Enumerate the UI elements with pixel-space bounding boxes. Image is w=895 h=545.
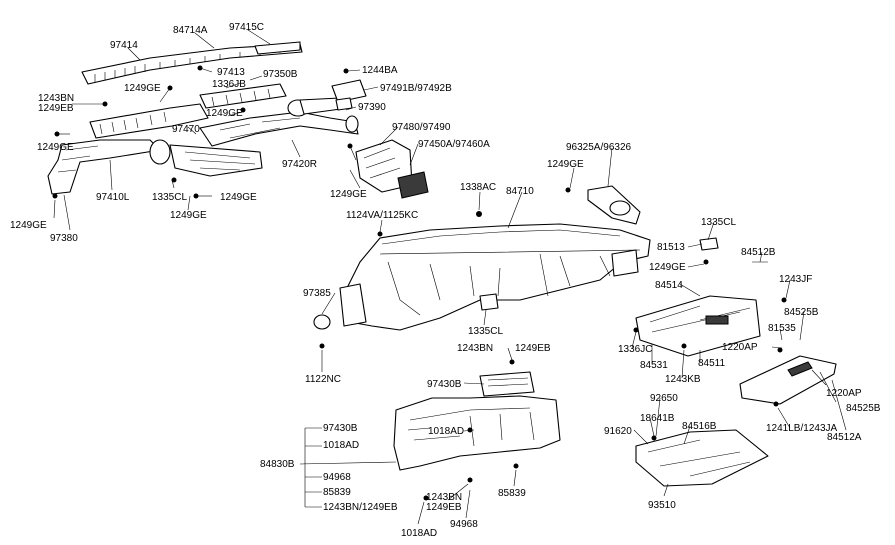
label-84830B: 84830B	[260, 459, 295, 470]
label-1249GE-c: 1249GE	[37, 142, 74, 153]
label-97420R: 97420R	[282, 159, 317, 170]
left-heater-duct	[47, 139, 263, 195]
label-1243BN-1249EB-d: 1243BN/1249EB	[323, 502, 398, 513]
label-1122NC: 1122NC	[305, 374, 341, 385]
label-1249GE-j: 1249GE	[649, 262, 686, 273]
label-1243BN-1249EB-b: 1243BN	[457, 343, 493, 354]
label-97413: 97413	[217, 67, 245, 78]
label-1335CL-c: 1335CL	[468, 326, 503, 337]
label-1249GE-d: 1249GE	[547, 159, 584, 170]
lower-cover-panel	[739, 355, 837, 405]
label-18641B: 18641B	[640, 413, 675, 424]
label-94968-b: 94968	[450, 519, 478, 530]
label-84512B: 84512B	[741, 247, 776, 258]
label-84525B-a: 84525B	[784, 307, 819, 318]
label-97350B: 97350B	[263, 69, 298, 80]
label-1243KB: 1243KB	[665, 374, 701, 385]
label-91620: 91620	[604, 426, 632, 437]
side-defrost-duct	[89, 83, 287, 139]
label-1338AC: 1338AC	[460, 182, 496, 193]
label-1249GE-e: 1249GE	[220, 192, 257, 203]
part-number-labels: 84714A 97415C 97414 97413 1336JB 97350B …	[10, 22, 881, 539]
label-94968-a: 94968	[323, 472, 351, 483]
side-vent	[587, 185, 641, 225]
label-92650: 92650	[650, 393, 678, 404]
label-1018AD-c: 1018AD	[401, 528, 437, 539]
label-1336JB: 1336JB	[212, 79, 246, 90]
center-duct	[199, 97, 359, 147]
label-1243BN-c: 1243BN	[426, 492, 462, 503]
label-1249GE-h: 1249GE	[10, 220, 47, 231]
label-1220AP-a: 1220AP	[722, 342, 758, 353]
label-97430B-b: 97430B	[323, 423, 358, 434]
label-84514: 84514	[655, 280, 683, 291]
label-85839-b: 85839	[498, 488, 526, 499]
center-vent	[355, 139, 429, 199]
cluster-housing	[393, 371, 561, 471]
label-1335CL-b: 1335CL	[701, 217, 736, 228]
label-81535: 81535	[768, 323, 796, 334]
label-97410L: 97410L	[96, 192, 130, 203]
label-1249EB-c: 1249EB	[426, 502, 462, 513]
label-1249GE-f: 1249GE	[330, 189, 367, 200]
defroster-nozzle	[81, 41, 303, 85]
label-1249GE-b: 1249GE	[206, 108, 243, 119]
label-1243BN-left: 1243BN	[38, 93, 74, 104]
label-1018AD-a: 1018AD	[428, 426, 464, 437]
label-1243JF: 1243JF	[779, 274, 812, 285]
label-97450A-97460A: 97450A/97460A	[418, 139, 490, 150]
label-1249EB-b: 1249EB	[515, 343, 551, 354]
label-1244BA: 1244BA	[362, 65, 398, 76]
label-1018AD-b: 1018AD	[323, 440, 359, 451]
glove-box	[635, 429, 769, 487]
label-84516B: 84516B	[682, 421, 717, 432]
label-97390: 97390	[358, 102, 386, 113]
label-97415C: 97415C	[229, 22, 264, 33]
label-97414: 97414	[110, 40, 138, 51]
main-dash-panel	[313, 223, 651, 331]
label-97480-97490: 97480/97490	[392, 122, 451, 133]
label-1124VA-1125KC: 1124VA/1125KC	[346, 210, 418, 221]
label-1249GE-a: 1249GE	[124, 83, 161, 94]
label-97470: 97470	[172, 124, 200, 135]
label-81513: 81513	[657, 242, 685, 253]
label-1220AP-b: 1220AP	[826, 388, 862, 399]
label-97491B-97492B: 97491B/97492B	[380, 83, 452, 94]
fasteners	[52, 65, 787, 501]
label-84714A: 84714A	[173, 25, 208, 36]
label-97380: 97380	[50, 233, 78, 244]
label-1241LB-1243JA: 1241LB/1243JA	[766, 423, 838, 434]
label-1336JC: 1336JC	[618, 344, 652, 355]
label-96325A-96326: 96325A/96326	[566, 142, 632, 153]
glove-box-housing	[635, 237, 761, 357]
label-84511: 84511	[698, 358, 726, 369]
label-93510: 93510	[648, 500, 676, 511]
label-1249GE-g: 1249GE	[170, 210, 207, 221]
label-84525B-b: 84525B	[846, 403, 881, 414]
label-85839-a: 85839	[323, 487, 351, 498]
label-84710: 84710	[506, 186, 534, 197]
label-1249EB-left: 1249EB	[38, 103, 74, 114]
vent-bracket	[331, 79, 367, 111]
label-84512A: 84512A	[827, 432, 862, 443]
label-84531: 84531	[640, 360, 668, 371]
leader-lines	[53, 29, 847, 525]
label-97385: 97385	[303, 288, 331, 299]
label-97430B-a: 97430B	[427, 379, 462, 390]
label-1335CL-a: 1335CL	[152, 192, 187, 203]
